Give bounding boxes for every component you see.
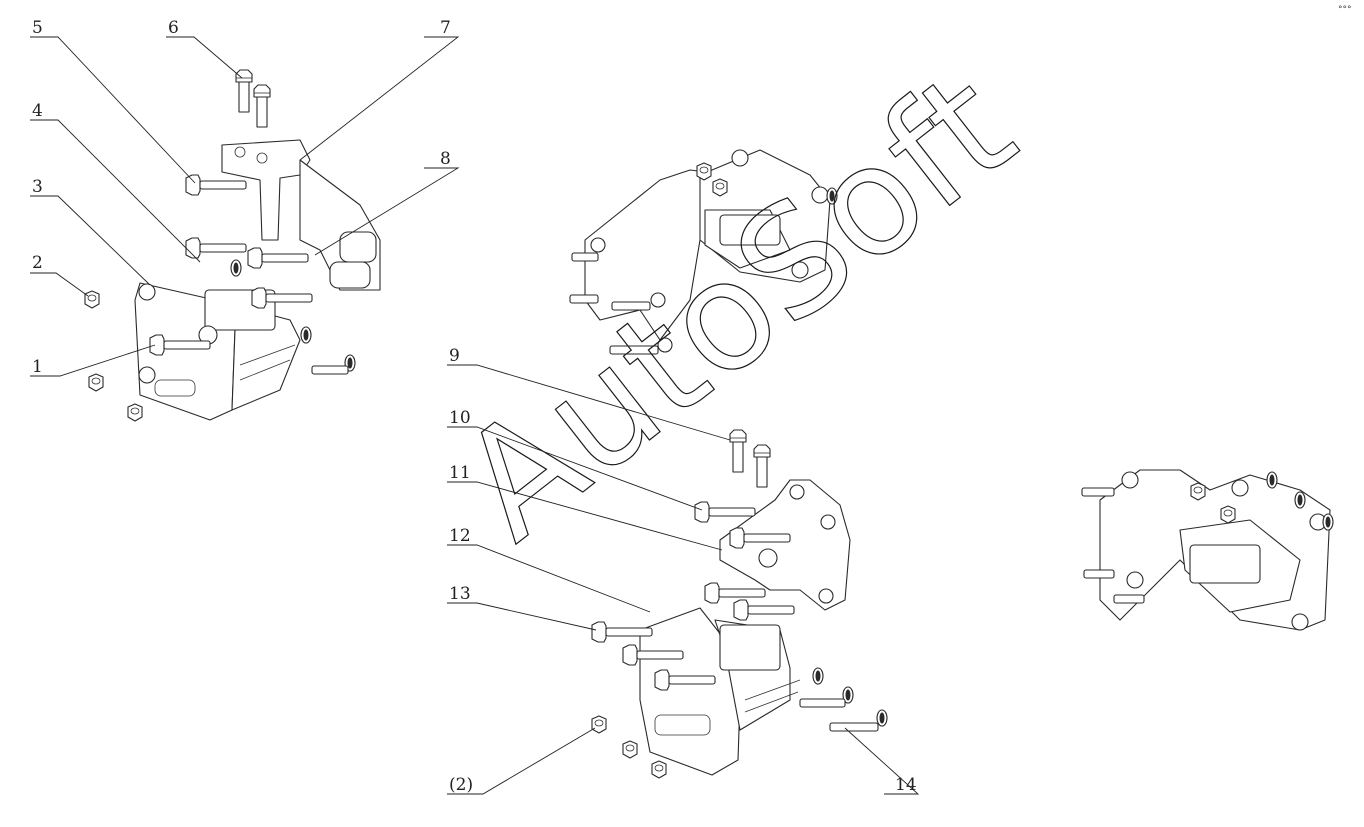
callout-leaders (30, 36, 920, 795)
callout-6: 6 (168, 18, 179, 38)
corner-mark: °°° (1338, 5, 1352, 15)
callout-12: 12 (449, 526, 471, 546)
callout-9: 9 (449, 346, 460, 366)
callout-11: 11 (449, 463, 471, 483)
callout-5: 5 (32, 18, 43, 38)
left-exploded-assembly (84, 69, 381, 422)
callout-10: 10 (449, 408, 471, 428)
center-bottom-exploded-assembly (591, 429, 888, 779)
callout-2-repeat: (2) (449, 775, 473, 795)
watermark-text: AutoSoft (430, 40, 1045, 574)
callout-2: 2 (32, 253, 43, 273)
callout-1: 1 (32, 357, 43, 377)
callout-3: 3 (32, 177, 43, 197)
center-top-assembly (569, 149, 838, 355)
callout-8: 8 (440, 149, 451, 169)
callout-7: 7 (440, 18, 451, 38)
watermark-group: AutoSoft (429, 39, 1045, 574)
callout-14: 14 (895, 775, 917, 795)
callout-4: 4 (32, 101, 43, 121)
right-assembly (1081, 469, 1334, 631)
callout-13: 13 (449, 584, 471, 604)
